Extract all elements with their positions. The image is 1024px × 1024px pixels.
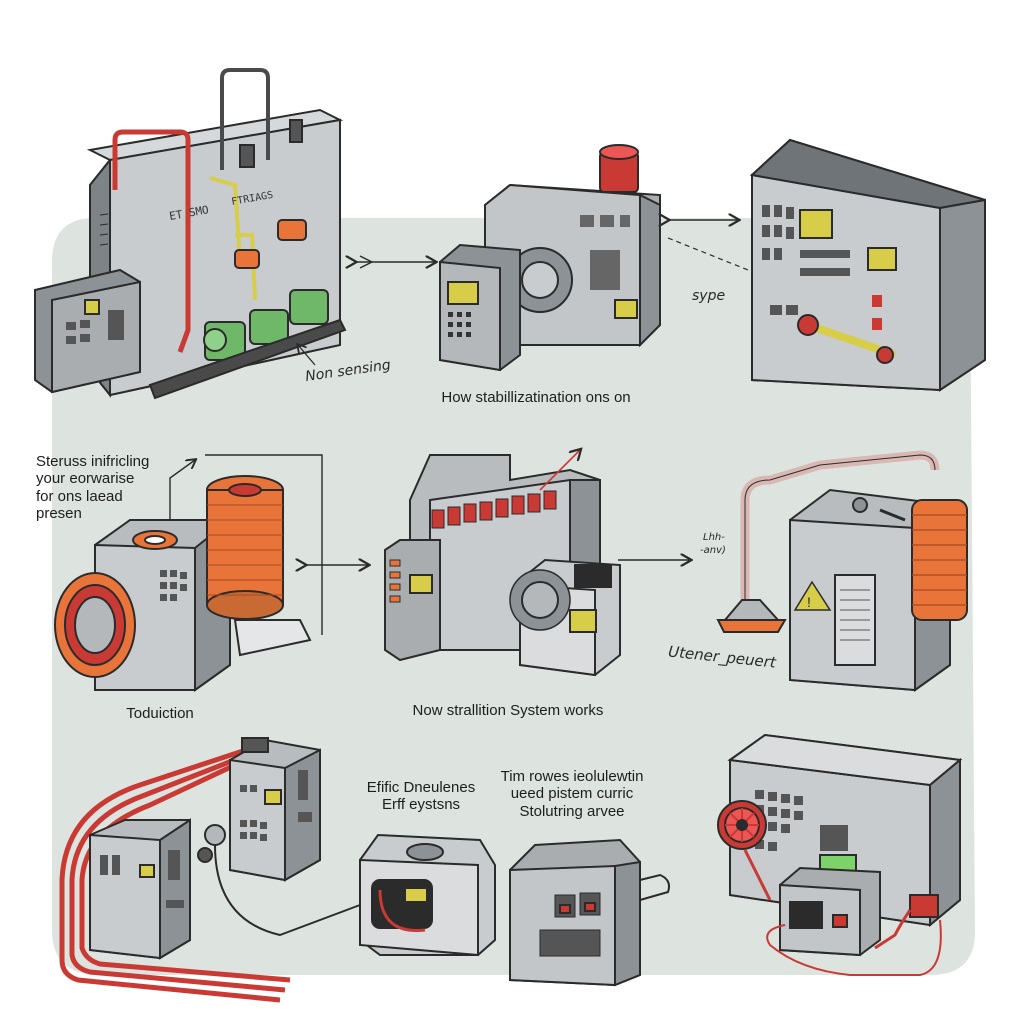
label-toduiction: Toduiction bbox=[126, 705, 194, 722]
tim-line-3: Stolutring arvee bbox=[519, 802, 625, 820]
units-bottom-center bbox=[359, 833, 670, 987]
cabinet-top-left bbox=[34, 68, 347, 400]
cabinet-bottom-right bbox=[717, 733, 963, 976]
control-cabinet-top-right bbox=[749, 138, 986, 392]
warning-icon bbox=[793, 580, 832, 611]
efific-line-2: Erff eystsns bbox=[381, 796, 461, 814]
label-anv: -anv) bbox=[700, 545, 726, 556]
svg-text:!: ! bbox=[807, 594, 811, 610]
double-arrow-icon bbox=[355, 255, 435, 269]
label-tim-note: Tim rowes ieolulewtin ueed pistem curric… bbox=[501, 768, 644, 820]
sterus-line-1: Steruss inifricling bbox=[36, 453, 150, 470]
power-cabinets-bottom-left bbox=[59, 737, 361, 1003]
coil-unit-middle-right: ! bbox=[716, 450, 968, 692]
tim-line-1: Tim rowes ieolulewtin bbox=[500, 768, 644, 785]
sterus-line-2: your eorwarise bbox=[36, 470, 135, 488]
tim-line-2: ueed pistem curric bbox=[510, 785, 634, 803]
sterus-line-4: presen bbox=[36, 504, 82, 522]
stabilizer-middle-center bbox=[384, 450, 621, 677]
machine-top-center bbox=[439, 144, 661, 372]
transformer-middle-left bbox=[54, 454, 323, 692]
label-now-stabilization: Now strallition System works bbox=[412, 702, 604, 719]
label-efific-note: Efific Dneulenes Erff eystsns bbox=[367, 779, 475, 814]
sterus-line-3: for ons laead bbox=[36, 487, 123, 505]
efific-line-1: Efific Dneulenes bbox=[366, 779, 476, 796]
label-lhh: Lhh- bbox=[703, 532, 725, 543]
label-sype: sype bbox=[692, 288, 726, 304]
label-how-stabilization: How stabillizatination ons on bbox=[441, 389, 631, 406]
label-sterus-note: Steruss inifricling your eorwarise for o… bbox=[36, 453, 149, 522]
